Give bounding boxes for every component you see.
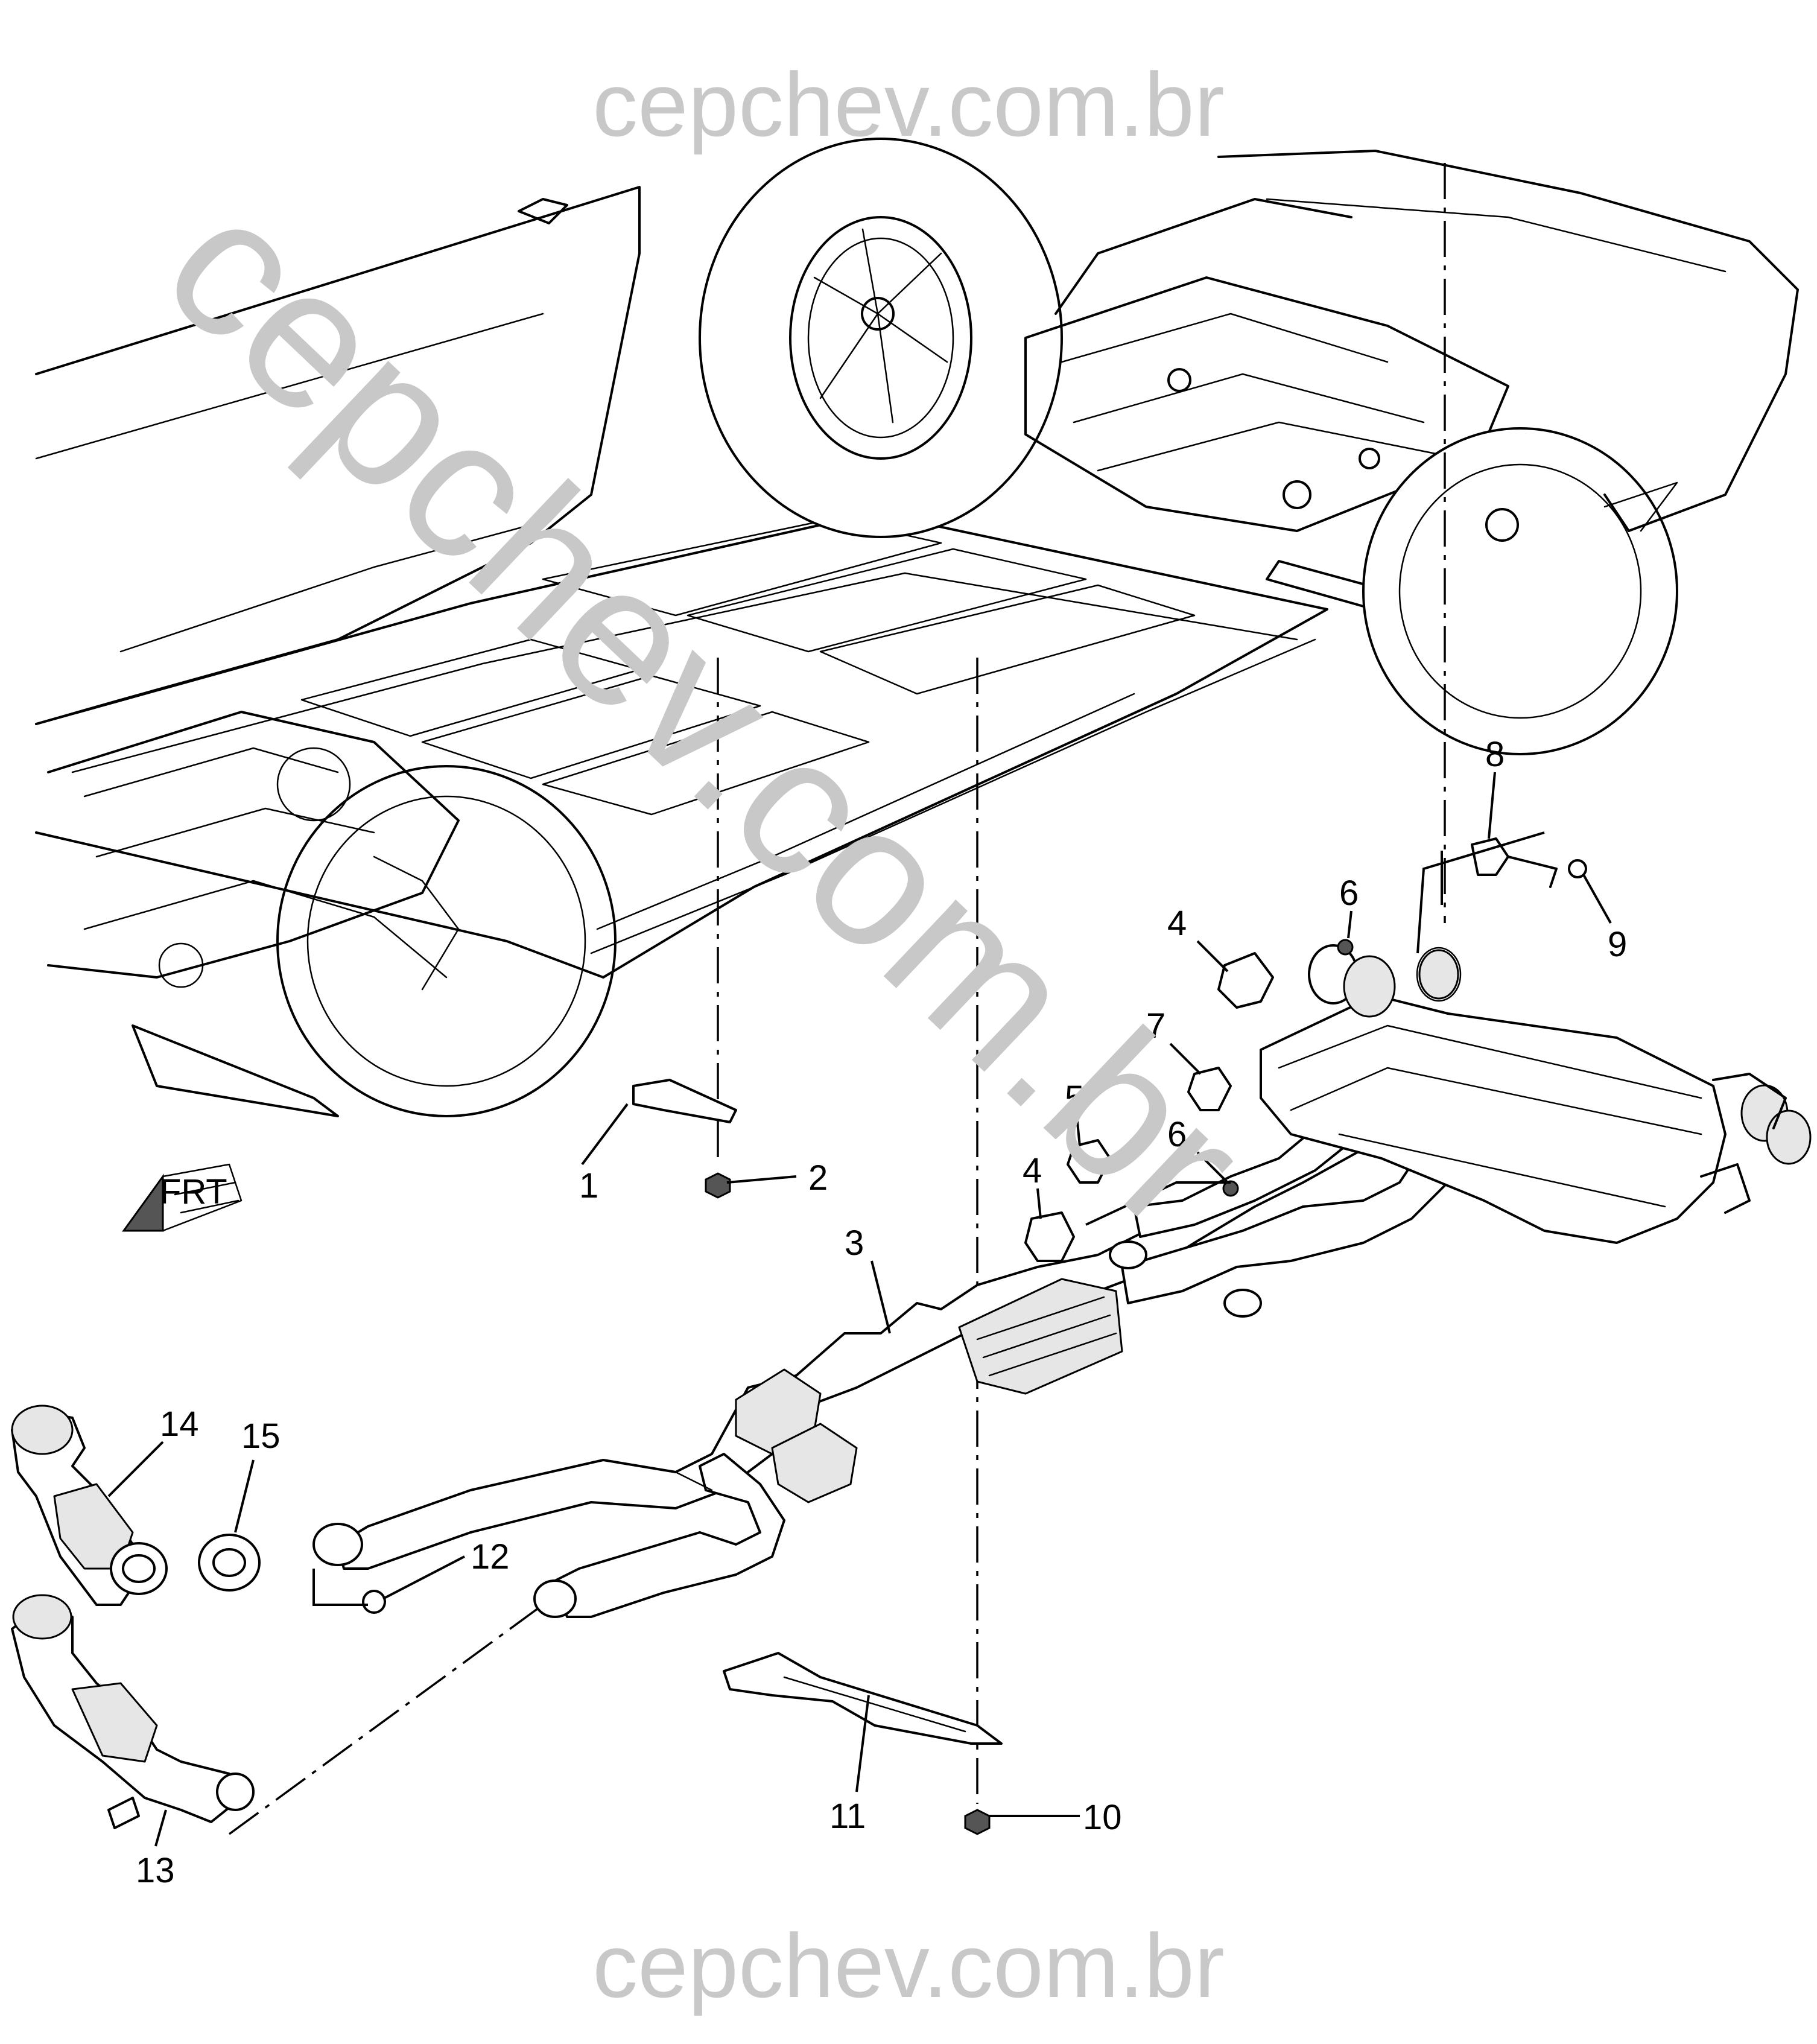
callout-4-lower: 4 bbox=[1023, 1151, 1042, 1190]
watermark-bottom: cepchev.com.br bbox=[592, 1915, 1225, 2016]
callout-5: 5 bbox=[1065, 1079, 1084, 1118]
leader-7 bbox=[1169, 1043, 1202, 1075]
vehicle-underbody bbox=[35, 138, 1799, 1117]
callout-1: 1 bbox=[579, 1166, 598, 1205]
leader-6-lower bbox=[1196, 1151, 1229, 1184]
callout-11: 11 bbox=[829, 1797, 866, 1836]
leader-1 bbox=[581, 1103, 629, 1166]
callout-6-upper: 6 bbox=[1339, 874, 1359, 913]
callout-14: 14 bbox=[160, 1404, 199, 1444]
callout-10: 10 bbox=[1083, 1798, 1122, 1837]
callout-9: 9 bbox=[1608, 925, 1627, 964]
manifold-converter-upper bbox=[11, 1404, 168, 1606]
callout-8: 8 bbox=[1485, 735, 1505, 774]
heat-shield-upper bbox=[632, 1079, 737, 1123]
leader-8 bbox=[1488, 772, 1496, 839]
leader-4-lower bbox=[1036, 1188, 1042, 1219]
callout-15: 15 bbox=[241, 1417, 281, 1456]
leader-3 bbox=[870, 1260, 891, 1334]
leader-11 bbox=[855, 1695, 870, 1792]
nut-12 bbox=[362, 1590, 386, 1614]
bolt-2 bbox=[705, 1172, 731, 1199]
leader-6-upper bbox=[1347, 910, 1352, 939]
leader-15 bbox=[234, 1459, 255, 1533]
nut-6-upper bbox=[1337, 939, 1354, 956]
bolt-10 bbox=[964, 1809, 991, 1835]
heat-shield-lower bbox=[723, 1652, 1003, 1745]
hanger-5 bbox=[1067, 1139, 1111, 1184]
callout-4-upper: 4 bbox=[1167, 904, 1187, 943]
leader-9 bbox=[1582, 874, 1612, 924]
frt-label: FRT bbox=[160, 1172, 227, 1211]
alignment-line-4 bbox=[228, 1604, 544, 1835]
hanger-7 bbox=[1187, 1067, 1232, 1111]
leader-12 bbox=[382, 1555, 465, 1600]
gasket-15 bbox=[198, 1534, 261, 1592]
leader-2 bbox=[726, 1175, 797, 1184]
leader-5 bbox=[1076, 1116, 1081, 1147]
hanger-4-upper bbox=[1217, 952, 1274, 1009]
leader-14 bbox=[107, 1441, 164, 1497]
callout-7: 7 bbox=[1146, 1006, 1165, 1046]
manifold-converter-lower bbox=[11, 1594, 255, 1829]
front-orientation-arrow: FRT bbox=[122, 1163, 243, 1232]
callout-3: 3 bbox=[845, 1224, 864, 1263]
callout-labels: 1 2 3 4 4 5 6 6 7 8 9 10 11 12 13 14 15 bbox=[136, 735, 1627, 1890]
watermark-top: cepchev.com.br bbox=[592, 54, 1225, 155]
alignment-lines bbox=[228, 163, 1446, 1835]
callout-6-lower: 6 bbox=[1167, 1115, 1187, 1154]
callout-12: 12 bbox=[471, 1537, 510, 1576]
hanger-4-lower bbox=[1024, 1211, 1075, 1262]
callout-13: 13 bbox=[136, 1851, 175, 1890]
rear-muffler bbox=[1260, 944, 1812, 1244]
leader-lines bbox=[107, 772, 1612, 1847]
leader-4-upper bbox=[1196, 940, 1229, 973]
insulator-8 bbox=[1471, 837, 1558, 888]
nut-9 bbox=[1568, 859, 1587, 878]
callout-2: 2 bbox=[808, 1158, 828, 1198]
leader-13 bbox=[154, 1809, 167, 1847]
